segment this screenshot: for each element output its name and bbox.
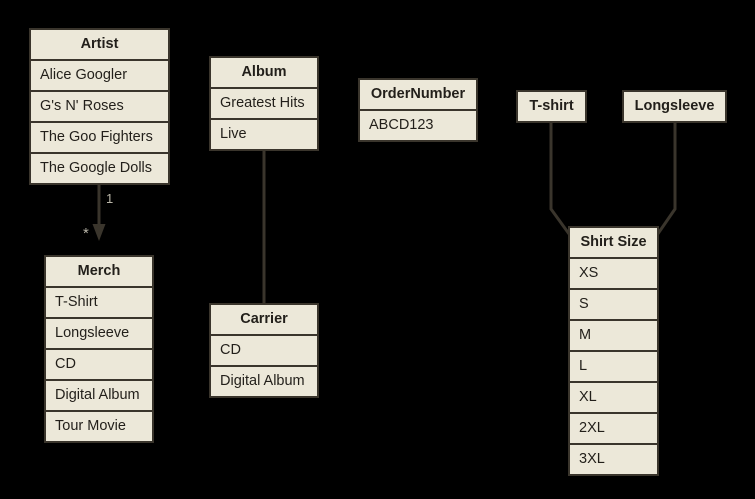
connector-longsleeve-shirtsize	[653, 121, 677, 239]
entity-ordernumber-header: OrderNumber	[360, 80, 476, 109]
entity-shirtsize-header: Shirt Size	[570, 228, 657, 257]
entity-carrier-row-0[interactable]: CD	[211, 336, 317, 365]
entity-shirtsize-row-1[interactable]: S	[570, 290, 657, 319]
entity-artist-row-0[interactable]: Alice Googler	[31, 61, 168, 90]
entity-shirtsize-row-2[interactable]: M	[570, 321, 657, 350]
entity-shirtsize-row-3[interactable]: L	[570, 352, 657, 381]
entity-artist-row-3[interactable]: The Google Dolls	[31, 154, 168, 183]
entity-artist-row-2[interactable]: The Goo Fighters	[31, 123, 168, 152]
entity-shirtsize-row-4[interactable]: XL	[570, 383, 657, 412]
entity-album-row-0[interactable]: Greatest Hits	[211, 89, 317, 118]
entity-shirtsize[interactable]: Shirt Size XS S M L XL 2XL 3XL	[568, 226, 659, 476]
entity-carrier-row-1[interactable]: Digital Album	[211, 367, 317, 396]
entity-merch-row-4[interactable]: Tour Movie	[46, 412, 152, 441]
entity-tshirt[interactable]: T-shirt	[516, 90, 587, 123]
entity-carrier[interactable]: Carrier CD Digital Album	[209, 303, 319, 398]
connector-tshirt-shirtsize	[549, 121, 574, 239]
entity-album-header: Album	[211, 58, 317, 87]
entity-ordernumber-row-0[interactable]: ABCD123	[360, 111, 476, 140]
entity-merch[interactable]: Merch T-Shirt Longsleeve CD Digital Albu…	[44, 255, 154, 443]
multiplicity-label-one: 1	[106, 191, 114, 206]
entity-merch-row-2[interactable]: CD	[46, 350, 152, 379]
entity-ordernumber[interactable]: OrderNumber ABCD123	[358, 78, 478, 142]
multiplicity-label-many: *	[83, 225, 89, 242]
entity-merch-row-1[interactable]: Longsleeve	[46, 319, 152, 348]
entity-carrier-header: Carrier	[211, 305, 317, 334]
entity-tshirt-header: T-shirt	[518, 92, 585, 121]
entity-album-row-1[interactable]: Live	[211, 120, 317, 149]
entity-merch-header: Merch	[46, 257, 152, 286]
entity-album[interactable]: Album Greatest Hits Live	[209, 56, 319, 151]
entity-artist-row-1[interactable]: G's N' Roses	[31, 92, 168, 121]
entity-merch-row-3[interactable]: Digital Album	[46, 381, 152, 410]
entity-shirtsize-row-6[interactable]: 3XL	[570, 445, 657, 474]
entity-artist[interactable]: Artist Alice Googler G's N' Roses The Go…	[29, 28, 170, 185]
entity-merch-row-0[interactable]: T-Shirt	[46, 288, 152, 317]
entity-shirtsize-row-5[interactable]: 2XL	[570, 414, 657, 443]
entity-longsleeve-header: Longsleeve	[624, 92, 725, 121]
entity-artist-header: Artist	[31, 30, 168, 59]
connector-artist-merch	[92, 183, 106, 241]
entity-longsleeve[interactable]: Longsleeve	[622, 90, 727, 123]
entity-shirtsize-row-0[interactable]: XS	[570, 259, 657, 288]
